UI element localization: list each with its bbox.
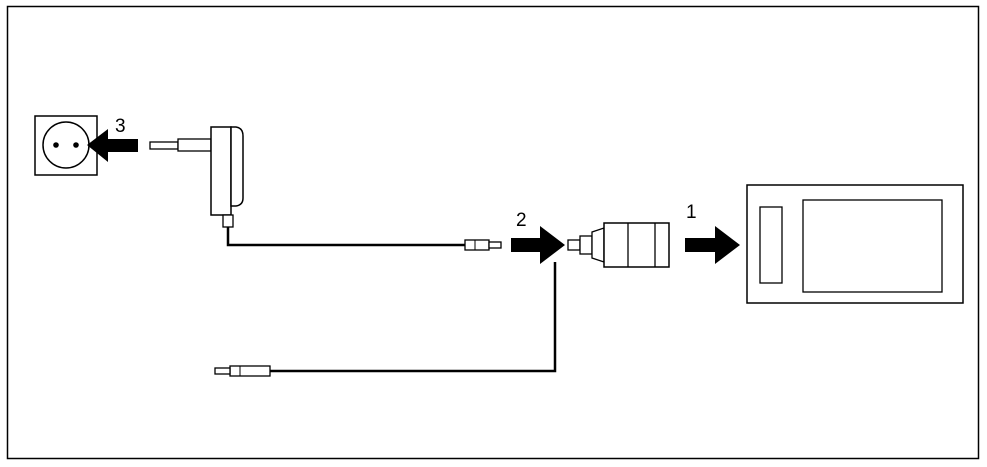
diagram-frame xyxy=(6,5,980,460)
step-1-label: 1 xyxy=(686,202,697,223)
power-adapter-icon xyxy=(210,126,244,228)
step-3-arrow-icon xyxy=(87,129,138,162)
cable-adapter-connector-icon xyxy=(567,222,670,268)
charging-cable xyxy=(270,262,557,373)
step-1-arrow-icon xyxy=(685,226,740,264)
adapter-cable xyxy=(226,227,465,247)
step-2-arrow-icon xyxy=(511,226,565,264)
wall-socket-icon xyxy=(34,115,98,176)
step-3-label: 3 xyxy=(115,116,126,137)
charging-cable-plug xyxy=(214,365,271,377)
adapter-cable-plug xyxy=(464,239,502,251)
handheld-device-icon xyxy=(746,184,964,304)
step-2-label: 2 xyxy=(516,210,527,231)
adapter-plug-pins xyxy=(149,138,212,152)
